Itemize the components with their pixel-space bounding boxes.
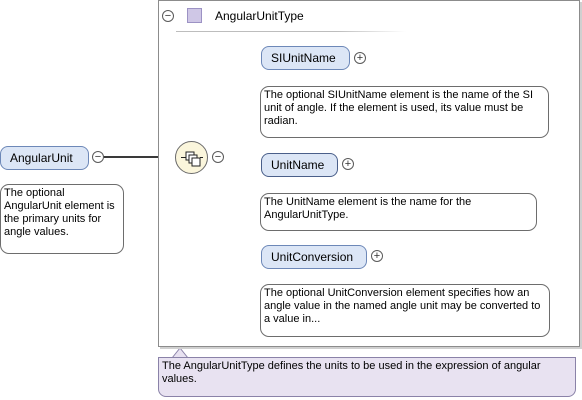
- root-element-label: AngularUnit: [10, 151, 73, 165]
- child-element-unitconversion[interactable]: UnitConversion: [261, 245, 367, 269]
- child-element-label: UnitName: [271, 158, 325, 172]
- expand-unitname-button[interactable]: +: [342, 158, 354, 170]
- unitconversion-documentation: The optional UnitConversion element spec…: [260, 284, 550, 337]
- type-title: AngularUnitType: [215, 9, 304, 23]
- type-header-divider: [176, 31, 406, 32]
- child-element-siunitname[interactable]: SIUnitName: [261, 46, 350, 70]
- root-documentation: The optional AngularUnit element is the …: [0, 184, 124, 254]
- child-element-unitname[interactable]: UnitName: [261, 153, 338, 177]
- unitname-documentation: The UnitName element is the name for the…: [260, 193, 537, 231]
- collapse-type-button[interactable]: −: [162, 10, 174, 22]
- child-element-label: UnitConversion: [271, 250, 354, 264]
- sequence-glyph: [181, 151, 203, 167]
- child-element-label: SIUnitName: [271, 51, 336, 65]
- type-documentation: The AngularUnitType defines the units to…: [158, 357, 576, 397]
- complex-type-icon: [187, 8, 202, 23]
- expand-siunitname-button[interactable]: +: [354, 52, 366, 64]
- collapse-sequence-button[interactable]: −: [212, 151, 224, 163]
- sequence-compositor-icon[interactable]: [175, 141, 208, 174]
- expand-unitconversion-button[interactable]: +: [371, 250, 383, 262]
- root-element[interactable]: AngularUnit: [0, 146, 89, 170]
- collapse-root-button[interactable]: −: [92, 151, 104, 163]
- siunitname-documentation: The optional SIUnitName element is the n…: [260, 86, 549, 138]
